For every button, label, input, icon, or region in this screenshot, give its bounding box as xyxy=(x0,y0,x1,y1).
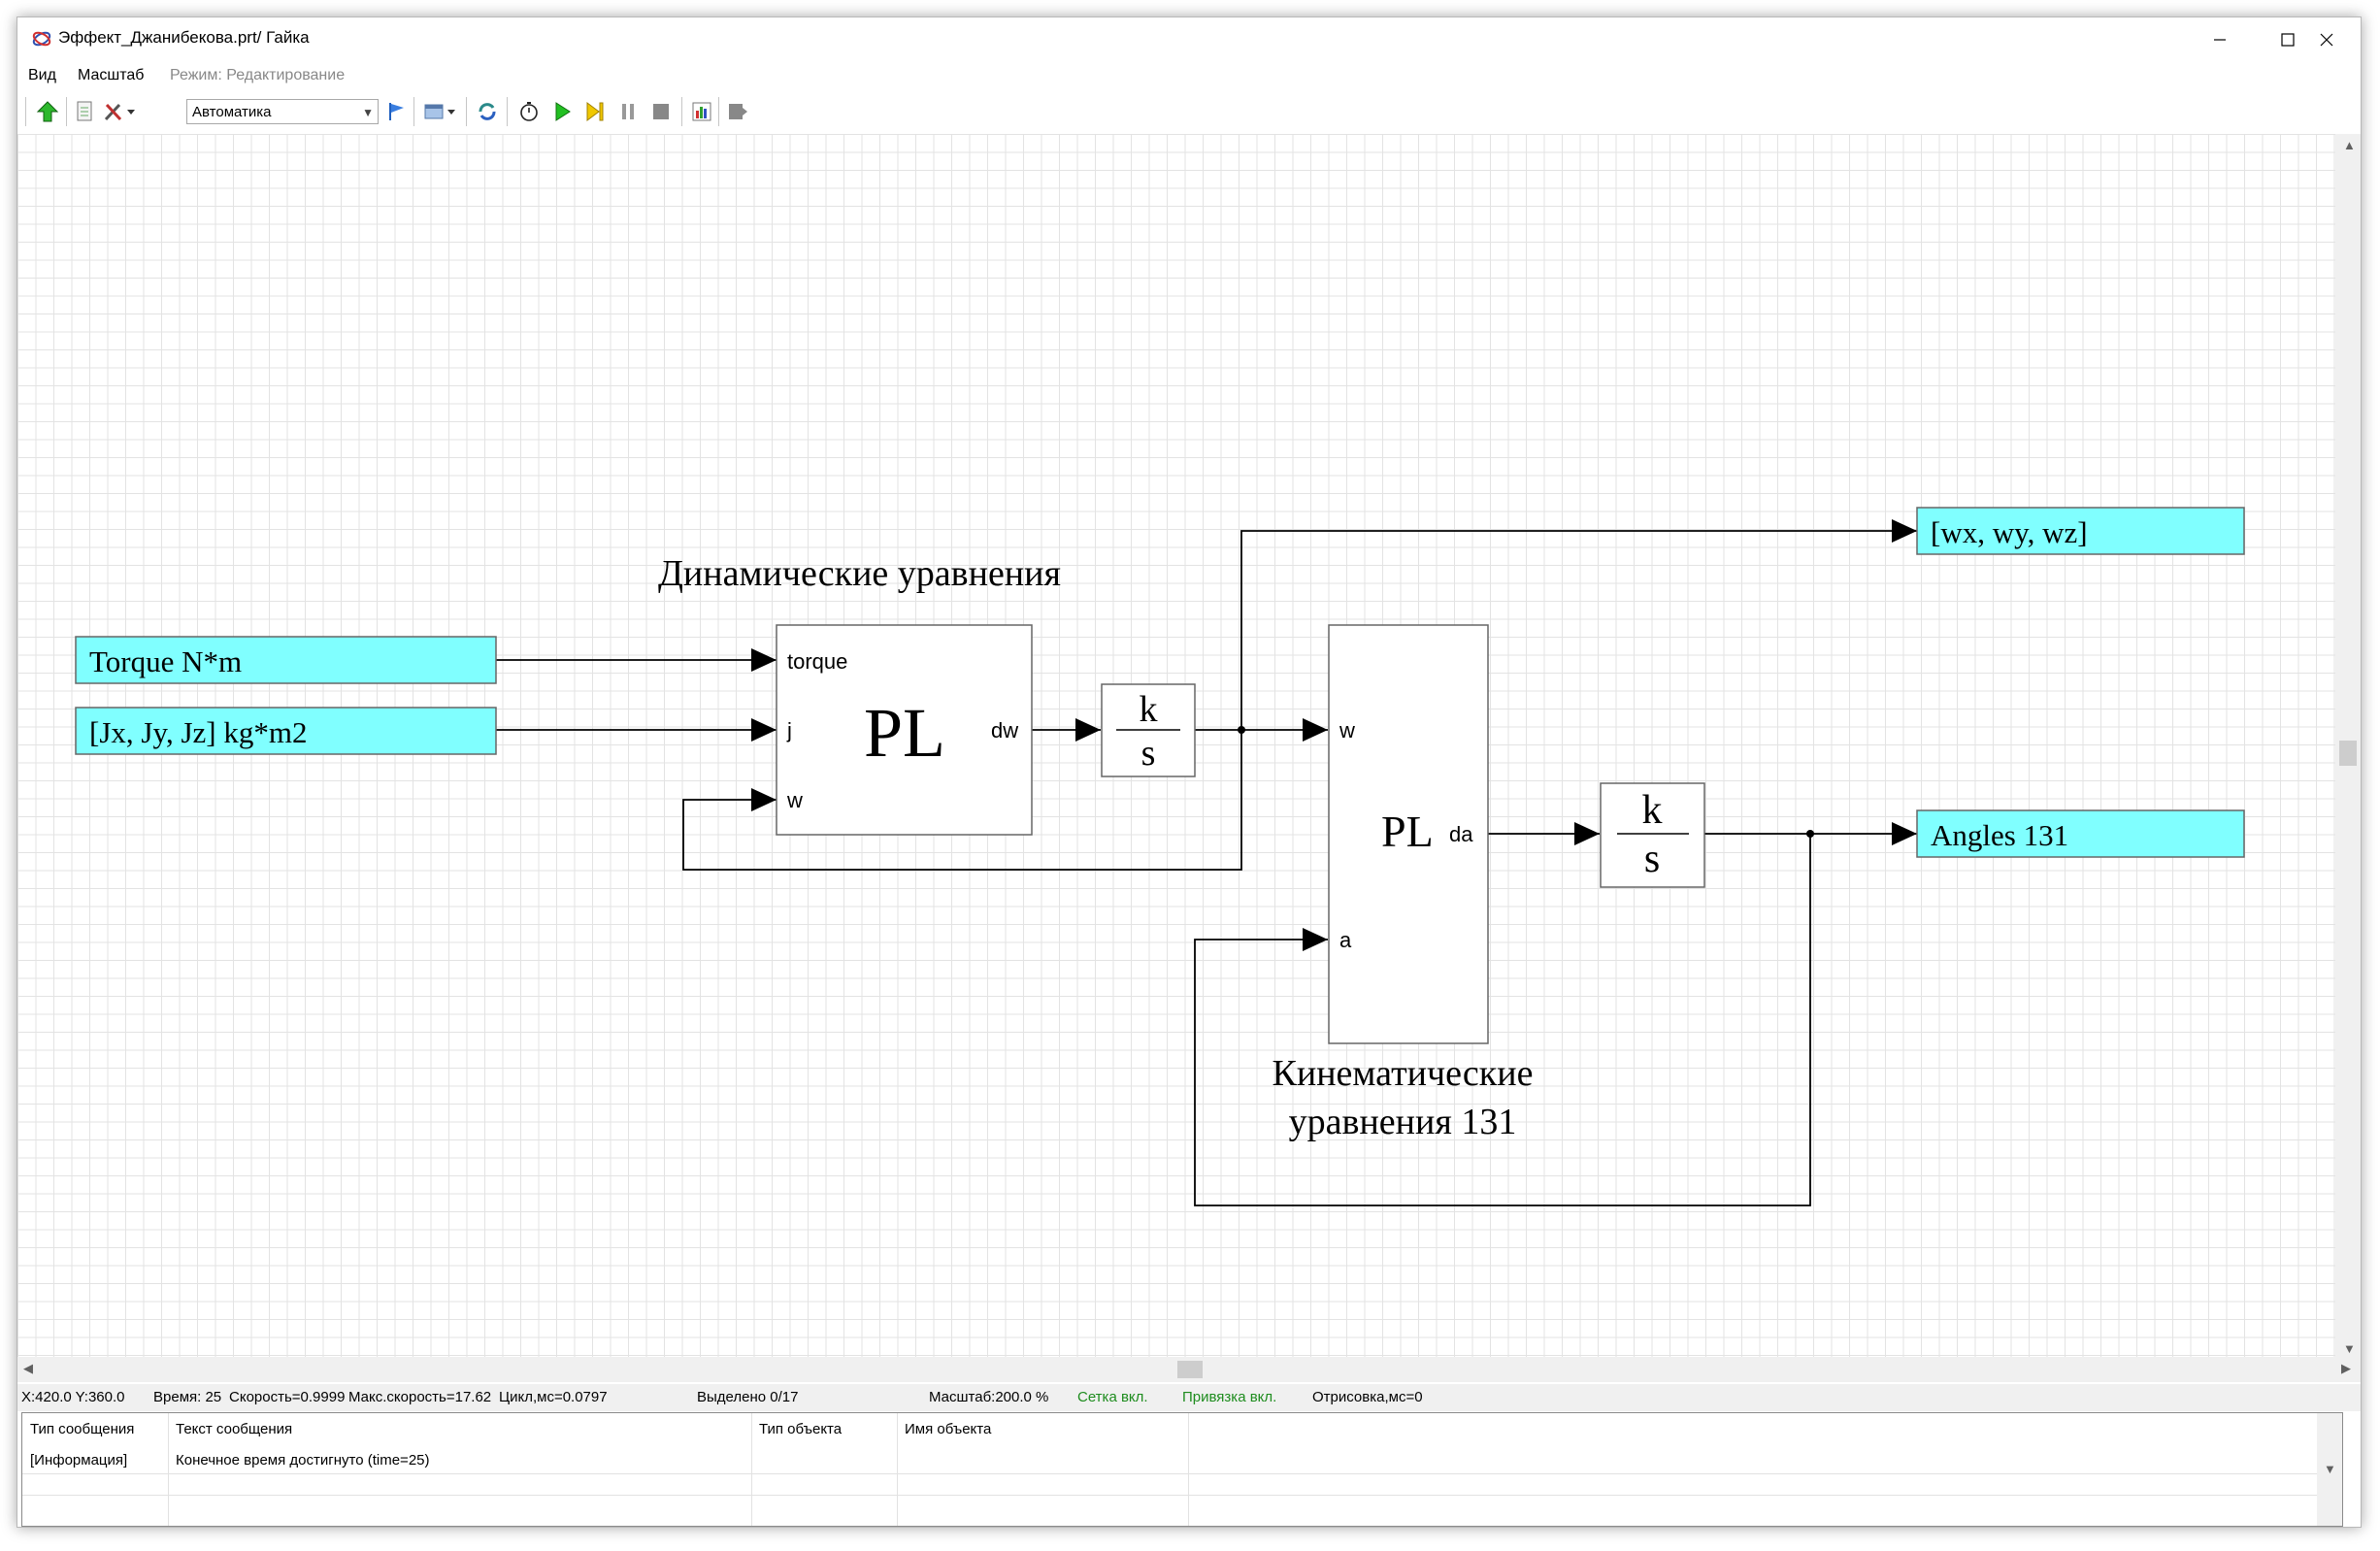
dyn-port-dw: dw xyxy=(991,718,1018,742)
green-up-arrow-icon[interactable] xyxy=(35,99,60,124)
stopwatch-icon[interactable] xyxy=(516,99,542,124)
pause-icon[interactable] xyxy=(615,99,641,124)
app-window: Эффект_Джанибекова.prt/ Гайка Вид Масшта… xyxy=(17,16,2362,1528)
chevron-down-icon: ▼ xyxy=(362,106,374,119)
integrator-2-den: s xyxy=(1644,837,1660,881)
kin-block-title-line1: Кинематические xyxy=(1273,1053,1534,1094)
column-header-msg-text[interactable]: Текст сообщения xyxy=(176,1421,293,1437)
kin-port-w: w xyxy=(1339,718,1355,742)
message-panel-scrollbar[interactable]: ▼ xyxy=(2317,1413,2342,1526)
dyn-port-j: j xyxy=(786,718,792,742)
message-type-cell: [Информация] xyxy=(30,1452,128,1468)
app-logo-icon xyxy=(32,31,51,47)
scroll-up-icon[interactable]: ▲ xyxy=(2343,138,2356,152)
junction-dot-angles xyxy=(1806,830,1814,838)
kin-port-da: da xyxy=(1449,822,1473,846)
dyn-block-title: Динамические уравнения xyxy=(658,553,1061,594)
sync-icon[interactable] xyxy=(475,99,500,124)
status-coords: X:420.0 Y:360.0 xyxy=(21,1389,125,1405)
angles-output-block[interactable]: Angles 131 xyxy=(1916,809,2245,858)
step-icon[interactable] xyxy=(582,99,608,124)
tools-dropdown-arrow-icon[interactable] xyxy=(124,99,138,124)
toolbar-grip xyxy=(25,97,27,126)
integrator-block-1[interactable]: k s xyxy=(1101,683,1196,777)
column-header-object-name[interactable]: Имя объекта xyxy=(905,1421,992,1437)
scroll-left-icon[interactable]: ◀ xyxy=(23,1361,33,1375)
status-cycle: Цикл,мс=0.0797 xyxy=(499,1389,608,1405)
minimize-icon xyxy=(2214,39,2226,41)
stop-icon[interactable] xyxy=(648,99,674,124)
w-output-label: [wx, wy, wz] xyxy=(1931,515,2088,549)
maximize-button[interactable] xyxy=(2254,17,2322,62)
torque-input-block[interactable]: Torque N*m xyxy=(75,636,497,684)
message-panel: Тип сообщения Текст сообщения Тип объект… xyxy=(21,1412,2343,1527)
vertical-scroll-thumb[interactable] xyxy=(2339,741,2357,766)
menu-bar: Вид Масштаб Режим: Редактирование xyxy=(17,62,2361,91)
kin-block-title-line2: уравнения 131 xyxy=(1289,1102,1517,1142)
minimize-button[interactable] xyxy=(2186,17,2254,62)
integrator-1-den: s xyxy=(1141,733,1156,774)
vertical-scrollbar[interactable]: ▲ ▼ xyxy=(2335,134,2361,1359)
toolbar: Автоматика ▼ xyxy=(23,93,800,130)
document-icon[interactable] xyxy=(72,99,97,124)
line-w-feedback[interactable] xyxy=(682,730,1242,871)
menu-view[interactable]: Вид xyxy=(28,67,56,83)
block-diagram: Torque N*m [Jx, Jy, Jz] kg*m2 [wx, wy, w… xyxy=(75,507,2245,1206)
line-w-to-output[interactable] xyxy=(1240,519,1917,730)
w-output-block[interactable]: [wx, wy, wz] xyxy=(1916,507,2245,555)
message-scroll-down-icon[interactable]: ▼ xyxy=(2324,1462,2336,1476)
integrator-1-num: k xyxy=(1140,689,1158,730)
chart-icon[interactable] xyxy=(689,99,714,124)
status-bar: X:420.0 Y:360.0 Время: 25 Скорость=0.999… xyxy=(17,1384,2361,1411)
column-header-msg-type[interactable]: Тип сообщения xyxy=(30,1421,135,1437)
menu-scale[interactable]: Масштаб xyxy=(78,67,145,83)
status-grid[interactable]: Сетка вкл. xyxy=(1077,1389,1148,1405)
inertia-input-label: [Jx, Jy, Jz] kg*m2 xyxy=(89,715,307,749)
line-angles-feedback[interactable] xyxy=(1194,834,1811,1206)
message-text-cell: Конечное время достигнуто (time=25) xyxy=(176,1452,430,1468)
mode-select[interactable]: Автоматика ▼ xyxy=(186,99,379,124)
status-scale: Масштаб:200.0 % xyxy=(929,1389,1049,1405)
kin-block-center-label: PL xyxy=(1381,807,1434,856)
status-speed: Скорость=0.9999 xyxy=(229,1389,346,1405)
dyn-port-torque: torque xyxy=(787,649,847,674)
status-max-speed: Макс.скорость=17.62 xyxy=(348,1389,492,1405)
mode-select-value: Автоматика xyxy=(192,104,272,120)
status-selected: Выделено 0/17 xyxy=(697,1389,799,1405)
close-button[interactable] xyxy=(2293,17,2361,62)
horizontal-scrollbar[interactable]: ◀ ▶ xyxy=(17,1357,2361,1382)
status-time: Время: 25 xyxy=(153,1389,222,1405)
horizontal-scroll-thumb[interactable] xyxy=(1177,1361,1203,1378)
kin-port-a: a xyxy=(1339,928,1352,952)
kin-equations-block[interactable]: PL w a da xyxy=(1328,624,1489,1044)
connection-lines xyxy=(496,519,1917,1206)
column-header-object-type[interactable]: Тип объекта xyxy=(759,1421,843,1437)
close-icon xyxy=(2320,33,2333,47)
inertia-input-block[interactable]: [Jx, Jy, Jz] kg*m2 xyxy=(75,707,497,755)
status-snap[interactable]: Привязка вкл. xyxy=(1182,1389,1277,1405)
window-dropdown-arrow-icon[interactable] xyxy=(445,99,458,124)
blue-flag-icon[interactable] xyxy=(384,99,410,124)
window-title: Эффект_Джанибекова.prt/ Гайка xyxy=(58,28,310,47)
maximize-icon xyxy=(2281,33,2295,47)
status-render: Отрисовка,мс=0 xyxy=(1312,1389,1423,1405)
junction-dot-w xyxy=(1238,726,1245,734)
scroll-down-icon[interactable]: ▼ xyxy=(2343,1341,2356,1356)
dyn-block-center-label: PL xyxy=(864,694,945,772)
tools-icon[interactable] xyxy=(101,99,126,124)
play-icon[interactable] xyxy=(549,99,575,124)
integrator-2-num: k xyxy=(1642,788,1663,833)
window-icon[interactable] xyxy=(421,99,446,124)
title-bar: Эффект_Джанибекова.prt/ Гайка xyxy=(17,17,2361,62)
integrator-block-2[interactable]: k s xyxy=(1600,782,1705,888)
scroll-right-icon[interactable]: ▶ xyxy=(2341,1361,2351,1375)
dyn-equations-block[interactable]: PL torque j w dw xyxy=(776,624,1033,836)
export-icon[interactable] xyxy=(724,99,749,124)
torque-input-label: Torque N*m xyxy=(89,644,242,678)
diagram-canvas[interactable]: Torque N*m [Jx, Jy, Jz] kg*m2 [wx, wy, w… xyxy=(17,134,2335,1357)
angles-output-label: Angles 131 xyxy=(1931,818,2068,852)
mode-label: Режим: Редактирование xyxy=(170,67,346,83)
dyn-port-w: w xyxy=(786,788,803,812)
